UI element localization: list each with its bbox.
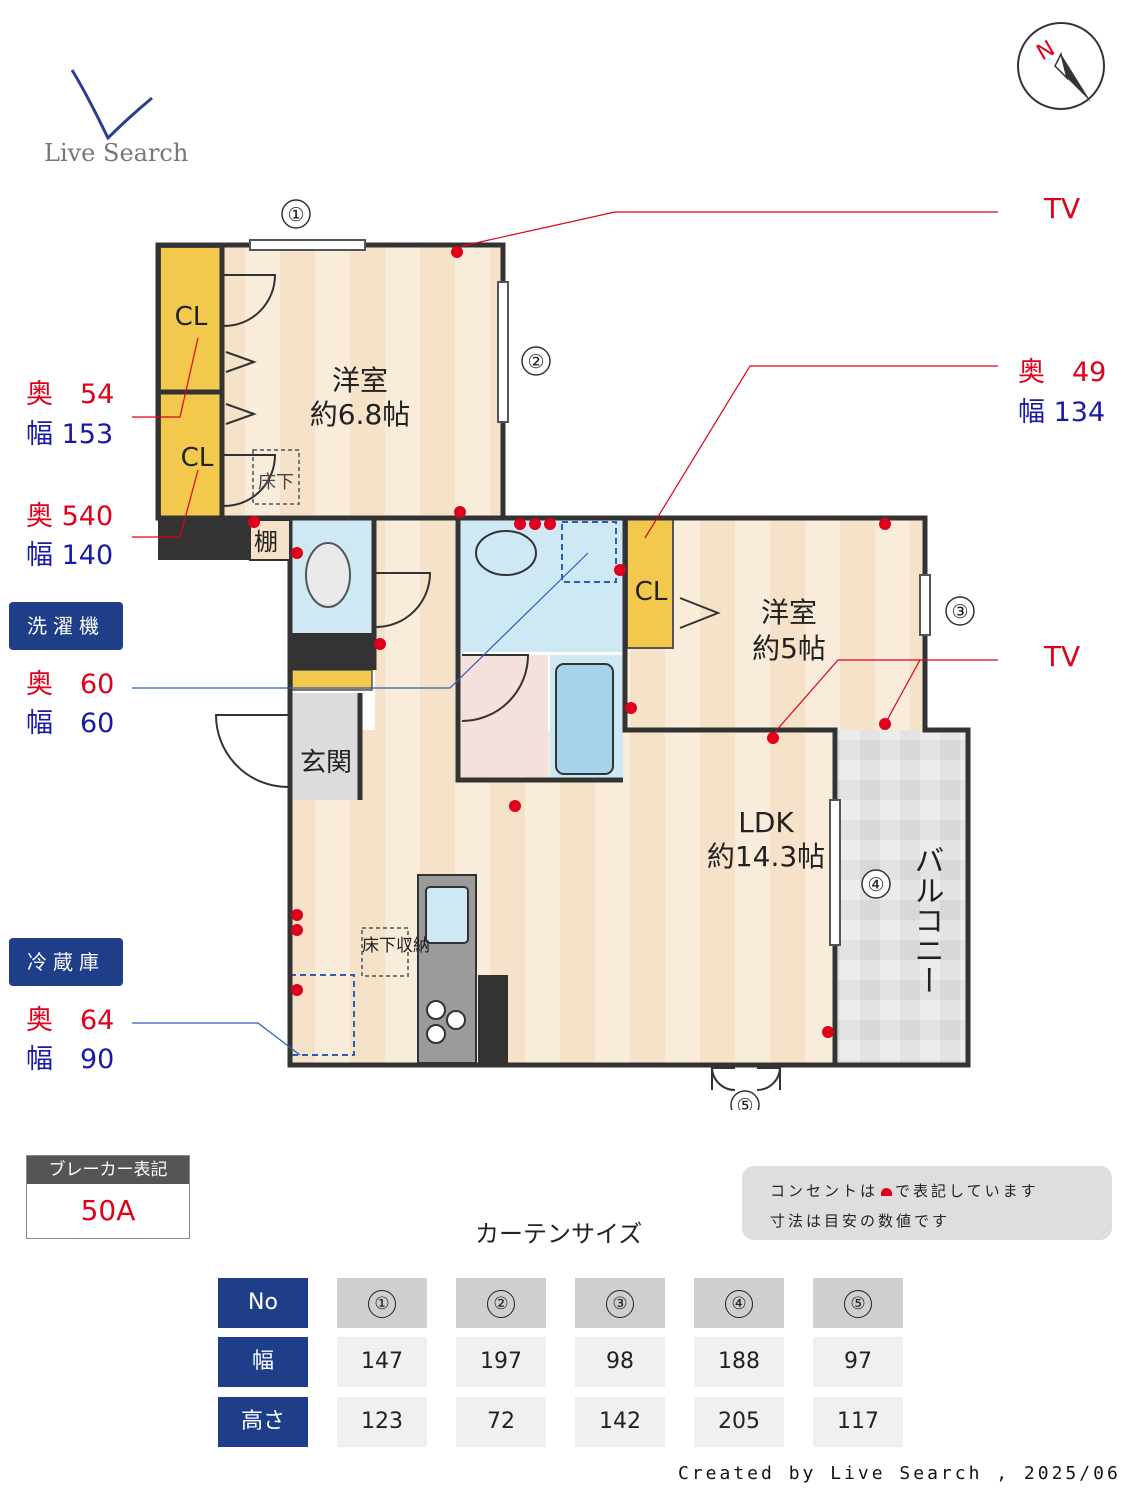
breaker-value: 50A bbox=[80, 1194, 136, 1227]
washer-depth: 奥 60 bbox=[26, 669, 115, 700]
curtain-height-1: 123 bbox=[337, 1397, 427, 1447]
floor-plan: ① ② ③ ④ ⑤ 洋室 約6.8帖 洋室 約5帖 LDK 約14.3帖 玄関 … bbox=[132, 192, 1080, 1110]
curtain-no-2: ② bbox=[456, 1278, 546, 1328]
compass-icon: N bbox=[1017, 22, 1105, 110]
curtain-no-5: ⑤ bbox=[813, 1278, 903, 1328]
curtain-width-2: 197 bbox=[456, 1337, 546, 1387]
curtain-header-no: No bbox=[218, 1278, 308, 1328]
window-5-label: ⑤ bbox=[736, 1095, 753, 1110]
washer-width: 幅 60 bbox=[26, 708, 115, 739]
curtain-width-5: 97 bbox=[813, 1337, 903, 1387]
legend-note: コンセントはで表記しています 寸法は目安の数値です bbox=[742, 1166, 1112, 1240]
outlet-note-prefix: コンセントは bbox=[770, 1182, 879, 1200]
washer-tag: 洗濯機 bbox=[9, 602, 123, 650]
fridge-depth: 奥 64 bbox=[26, 1005, 115, 1036]
window-4-label: ④ bbox=[867, 874, 884, 896]
room-ldk-name: LDK bbox=[738, 806, 794, 839]
curtain-header-height: 高さ bbox=[218, 1397, 308, 1447]
curtain-height-2: 72 bbox=[456, 1397, 546, 1447]
closet3-width: 幅 134 bbox=[1018, 397, 1106, 428]
closet1-depth: 奥 54 bbox=[26, 379, 115, 410]
curtain-height-4: 205 bbox=[694, 1397, 784, 1447]
underfloor-storage-label: 床下収納 bbox=[362, 936, 430, 956]
curtain-no-4: ④ bbox=[694, 1278, 784, 1328]
fridge-width: 幅 90 bbox=[26, 1044, 115, 1075]
logo: Live Search bbox=[44, 69, 188, 167]
closet-2-label: CL bbox=[181, 443, 214, 473]
window-2-label: ② bbox=[527, 351, 544, 373]
window-1-label: ① bbox=[287, 204, 304, 226]
footer-credit: Created by Live Search , 2025/06 bbox=[678, 1463, 1121, 1484]
breaker-label: ブレーカー表記 bbox=[27, 1156, 189, 1184]
underfloor-label: 床下 bbox=[258, 472, 294, 493]
logo-text: Live Search bbox=[44, 139, 188, 167]
curtain-width-1: 147 bbox=[337, 1337, 427, 1387]
dimension-note: 寸法は目安の数値です bbox=[770, 1212, 951, 1230]
tv-label-1: TV bbox=[1043, 192, 1080, 225]
closet2-depth: 奥 540 bbox=[26, 501, 114, 532]
tv-label-2: TV bbox=[1043, 640, 1080, 673]
outlet-icon bbox=[881, 1188, 893, 1196]
curtain-title: カーテンサイズ bbox=[475, 1220, 643, 1248]
outlet-note-suffix: で表記しています bbox=[895, 1182, 1039, 1200]
room-western1-name: 洋室 bbox=[332, 364, 388, 397]
closet2-width: 幅 140 bbox=[26, 540, 114, 571]
curtain-height-5: 117 bbox=[813, 1397, 903, 1447]
curtain-header-width: 幅 bbox=[218, 1337, 308, 1387]
closet3-depth: 奥 49 bbox=[1018, 357, 1107, 388]
room-western1-size: 約6.8帖 bbox=[310, 398, 411, 431]
shelf-label: 棚 bbox=[254, 528, 278, 556]
room-western2-name: 洋室 bbox=[761, 596, 817, 629]
curtain-height-3: 142 bbox=[575, 1397, 665, 1447]
room-entrance: 玄関 bbox=[300, 748, 352, 778]
window-3-label: ③ bbox=[951, 601, 968, 623]
room-balcony: バルコニー bbox=[909, 845, 944, 995]
curtain-no-3: ③ bbox=[575, 1278, 665, 1328]
room-western2-size: 約5帖 bbox=[752, 632, 826, 665]
curtain-width-3: 98 bbox=[575, 1337, 665, 1387]
closet-1-label: CL bbox=[175, 302, 208, 332]
closet-3-label: CL bbox=[635, 577, 668, 607]
fridge-tag: 冷蔵庫 bbox=[9, 938, 123, 986]
curtain-width-4: 188 bbox=[694, 1337, 784, 1387]
room-ldk-size: 約14.3帖 bbox=[707, 840, 825, 873]
closet1-width: 幅 153 bbox=[26, 419, 114, 450]
curtain-no-1: ① bbox=[337, 1278, 427, 1328]
breaker-box: ブレーカー表記 50A bbox=[26, 1155, 190, 1239]
